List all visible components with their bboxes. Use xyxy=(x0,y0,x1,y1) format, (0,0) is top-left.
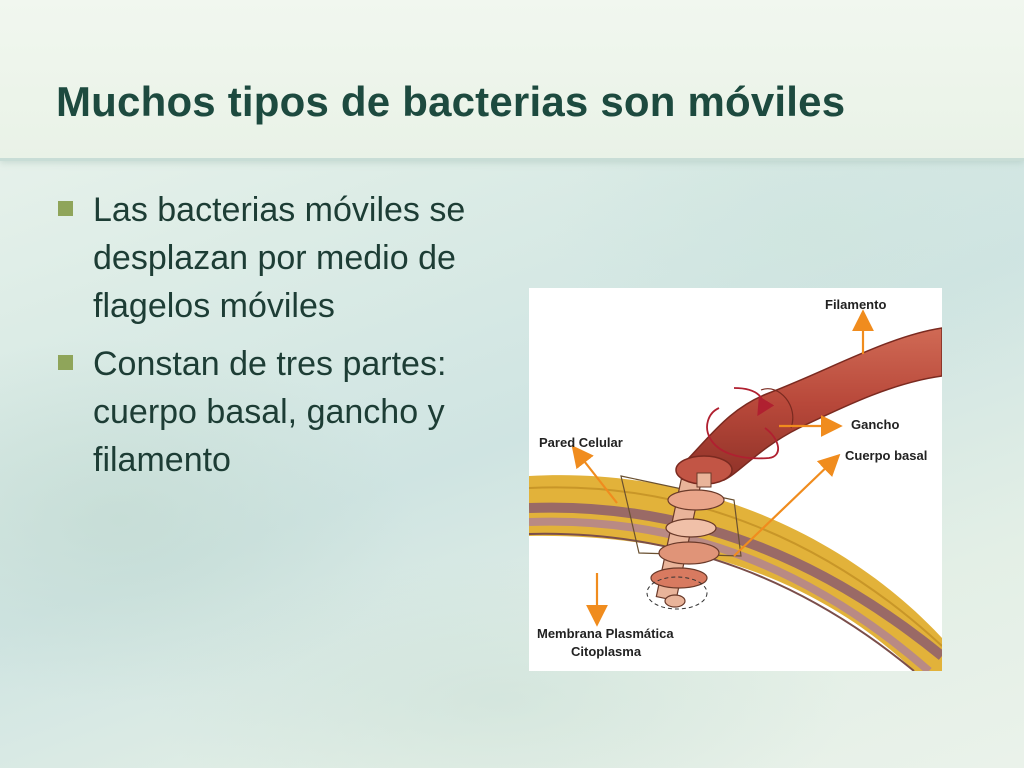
label-cuerpo-basal: Cuerpo basal xyxy=(845,448,927,463)
label-filamento: Filamento xyxy=(825,297,886,312)
label-citoplasma: Citoplasma xyxy=(571,644,642,659)
basal-body xyxy=(646,478,725,610)
square-bullet-icon xyxy=(58,201,73,216)
label-membrana-plasmatica: Membrana Plasmática xyxy=(537,626,674,641)
label-pared-celular: Pared Celular xyxy=(539,435,623,450)
title-band: Muchos tipos de bacterias son móviles xyxy=(0,0,1024,161)
bullet-item: Las bacterias móviles se desplazan por m… xyxy=(56,186,496,330)
bullet-text: Las bacterias móviles se desplazan por m… xyxy=(93,191,466,325)
bullet-list: Las bacterias móviles se desplazan por m… xyxy=(56,186,496,494)
bullet-text: Constan de tres partes: cuerpo basal, ga… xyxy=(93,345,447,479)
bullet-item: Constan de tres partes: cuerpo basal, ga… xyxy=(56,340,496,484)
label-arrows xyxy=(571,309,874,627)
hook-and-filament xyxy=(675,327,942,488)
flagellum-illustration: Filamento Gancho Cuerpo basal Pared Celu… xyxy=(529,297,942,671)
flagellum-diagram: Filamento Gancho Cuerpo basal Pared Celu… xyxy=(529,288,942,671)
cell-envelope xyxy=(529,475,942,671)
label-gancho: Gancho xyxy=(851,417,899,432)
slide-title: Muchos tipos de bacterias son móviles xyxy=(56,78,846,125)
square-bullet-icon xyxy=(58,355,73,370)
